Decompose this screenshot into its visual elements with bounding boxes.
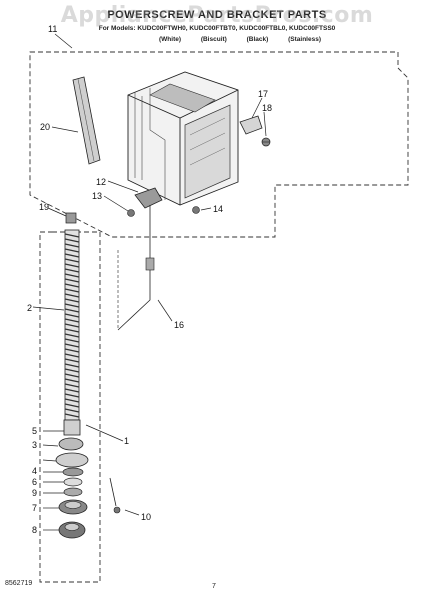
powerscrew-part <box>63 229 81 436</box>
callout-8: 8 <box>32 525 37 535</box>
wire-connector <box>145 257 155 271</box>
color-variants: (White) (Biscuit) (Black) (Stainless) <box>159 36 321 43</box>
callout-16: 16 <box>174 320 184 330</box>
top-nut-part <box>65 212 77 224</box>
washer-6-part <box>63 477 83 487</box>
model-list: For Models: KUDC00FTWH0, KUDC00FTBT0, KU… <box>98 25 336 32</box>
callout-7: 7 <box>32 503 37 513</box>
callout-13: 13 <box>92 191 102 201</box>
callout-19: 19 <box>39 202 49 212</box>
callout-5: 5 <box>32 426 37 436</box>
washer-9-part <box>63 487 83 497</box>
screw-10-part <box>109 477 117 507</box>
callout-6: 6 <box>32 477 37 487</box>
callout-20: 20 <box>40 122 50 132</box>
leader-lines <box>32 33 267 531</box>
washer-4-part <box>62 467 84 477</box>
wire-harness-part <box>117 205 151 331</box>
callout-2: 2 <box>27 303 32 313</box>
document-number: 8562719 <box>5 580 33 587</box>
gear-8-part <box>58 521 86 539</box>
clip-part <box>239 115 263 135</box>
callout-17: 17 <box>258 89 268 99</box>
screw-13-part <box>127 209 135 217</box>
page-number: 7 <box>212 583 216 590</box>
callout-11: 11 <box>48 24 57 34</box>
plate-part <box>55 452 89 468</box>
callout-14: 14 <box>213 204 223 214</box>
screw-18-part <box>261 137 271 147</box>
gear-7-part <box>58 499 88 515</box>
callout-1: 1 <box>124 436 129 446</box>
bracket-housing-part <box>127 71 239 206</box>
screw-14-part <box>192 206 200 214</box>
nut-bracket-part <box>134 187 163 209</box>
callout-3: 3 <box>32 440 37 450</box>
powerscrew-boundary <box>39 231 101 583</box>
bearing-part <box>58 437 84 451</box>
diagram-title: POWERSCREW AND BRACKET PARTS <box>107 9 327 21</box>
callout-9: 9 <box>32 488 37 498</box>
callout-10: 10 <box>141 512 151 522</box>
callout-4: 4 <box>32 466 37 476</box>
gasket-strip-part <box>72 76 101 165</box>
callout-18: 18 <box>262 103 272 113</box>
callout-12: 12 <box>96 177 106 187</box>
